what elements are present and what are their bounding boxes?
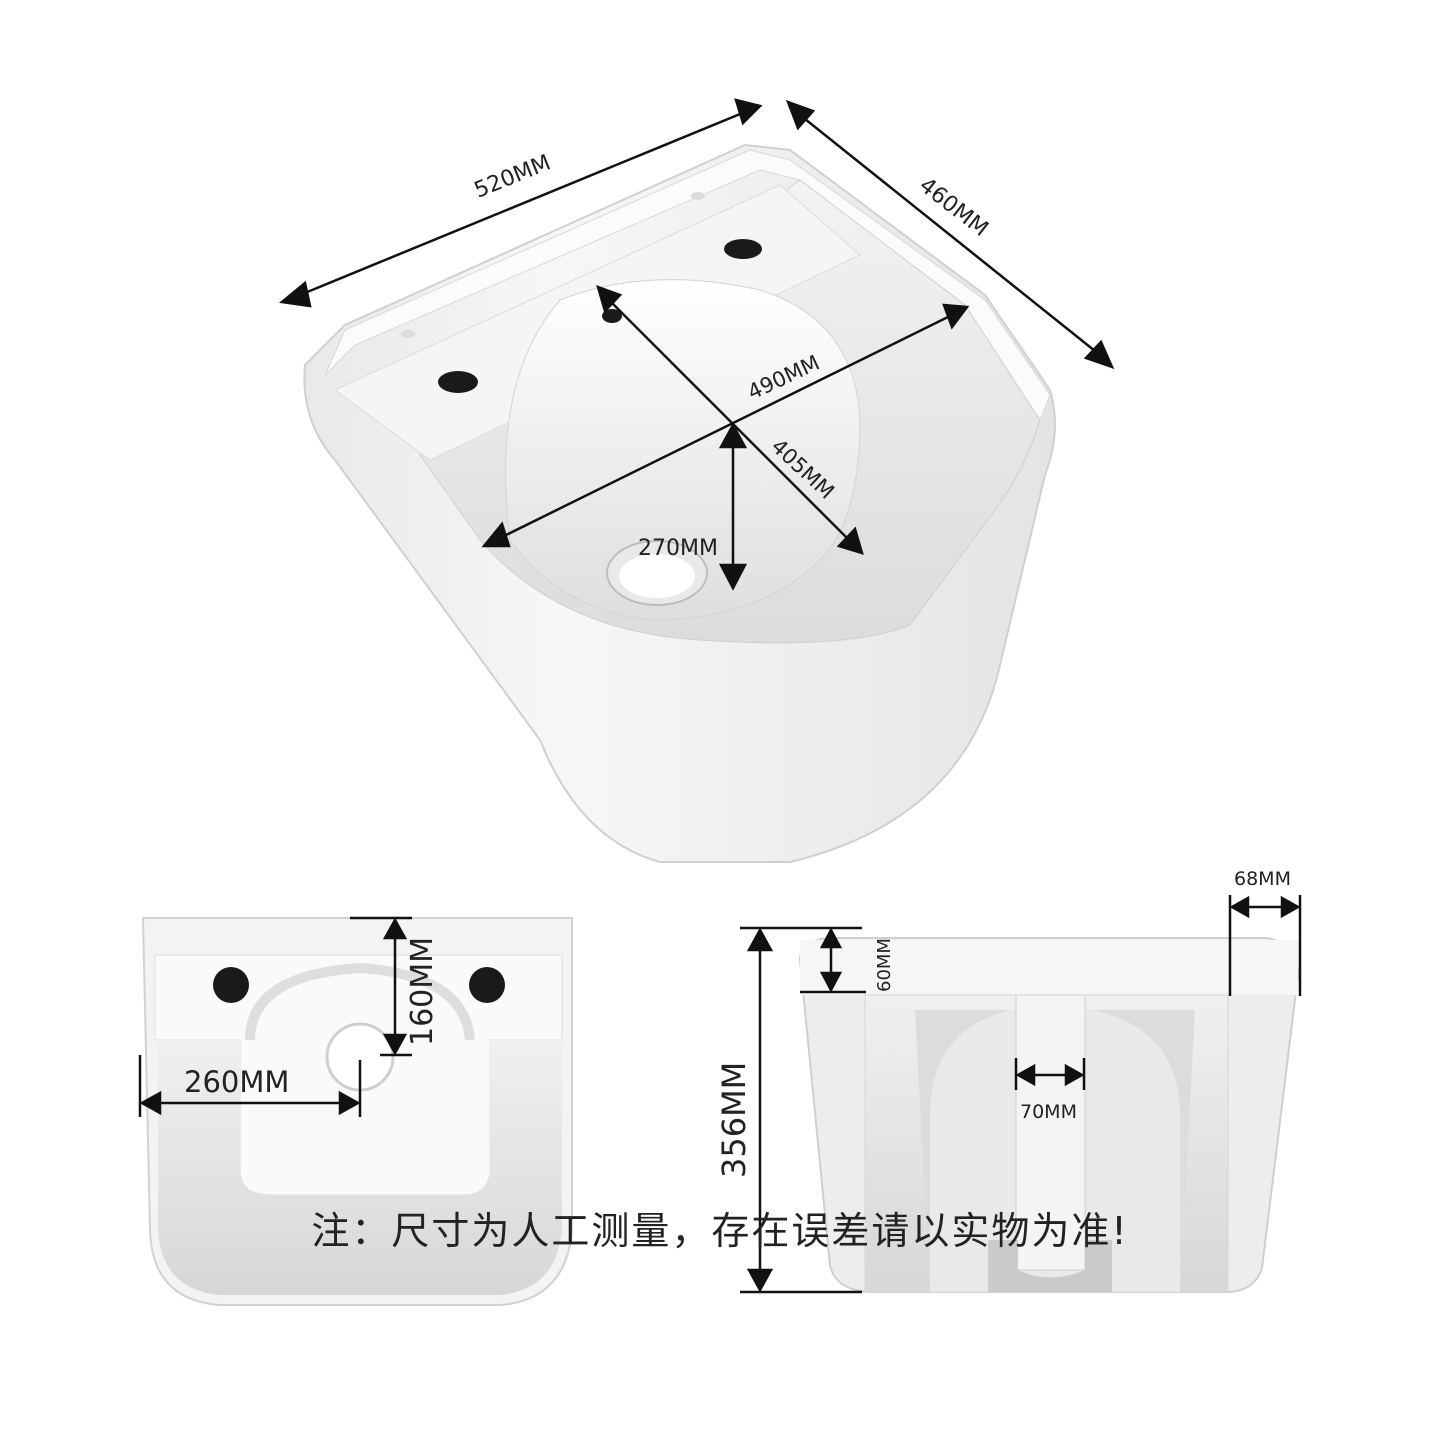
drain-height-label: 270MM [638,536,718,561]
arrow-head [746,1268,774,1293]
arrow-head [1064,1063,1085,1087]
arrow-head [746,927,774,952]
side-height-label: 356MM [715,1062,753,1178]
arrow-head [1083,339,1115,370]
arrow-head [338,1090,361,1116]
arrow-head [819,971,843,993]
side-view-sink [798,937,1300,1293]
side-wall-label: 68MM [1234,868,1291,890]
arrow-head [382,1033,408,1056]
arrow-head [139,1090,162,1116]
arrow-head [718,563,748,591]
front-view-sink [141,917,573,1306]
side-rim-label: 60MM [874,938,895,992]
arrow-head [596,284,623,314]
arrow-head [819,927,843,949]
arrow-head [382,917,408,940]
arrow-head [785,99,816,131]
arrow-head [718,422,748,449]
arrow-head [734,98,763,126]
dimension-lines [138,98,1302,1294]
arrow-head [1229,895,1250,919]
arrow-head [942,303,970,330]
arrow-head [481,521,511,548]
side-channel-label: 70MM [1020,1101,1077,1123]
depth-label: 460MM [914,173,992,242]
arrow-head [1015,1063,1036,1087]
front-drain-offset-label: 260MM [184,1065,289,1099]
perspective-sink [303,143,1056,863]
arrow-head [279,280,312,308]
front-drain-height-label: 160MM [405,937,440,1046]
measurement-disclaimer: 注：尺寸为人工测量，存在误差请以实物为准! [311,1209,1129,1253]
arrow-head [836,526,864,555]
arrow-head [1280,895,1301,919]
